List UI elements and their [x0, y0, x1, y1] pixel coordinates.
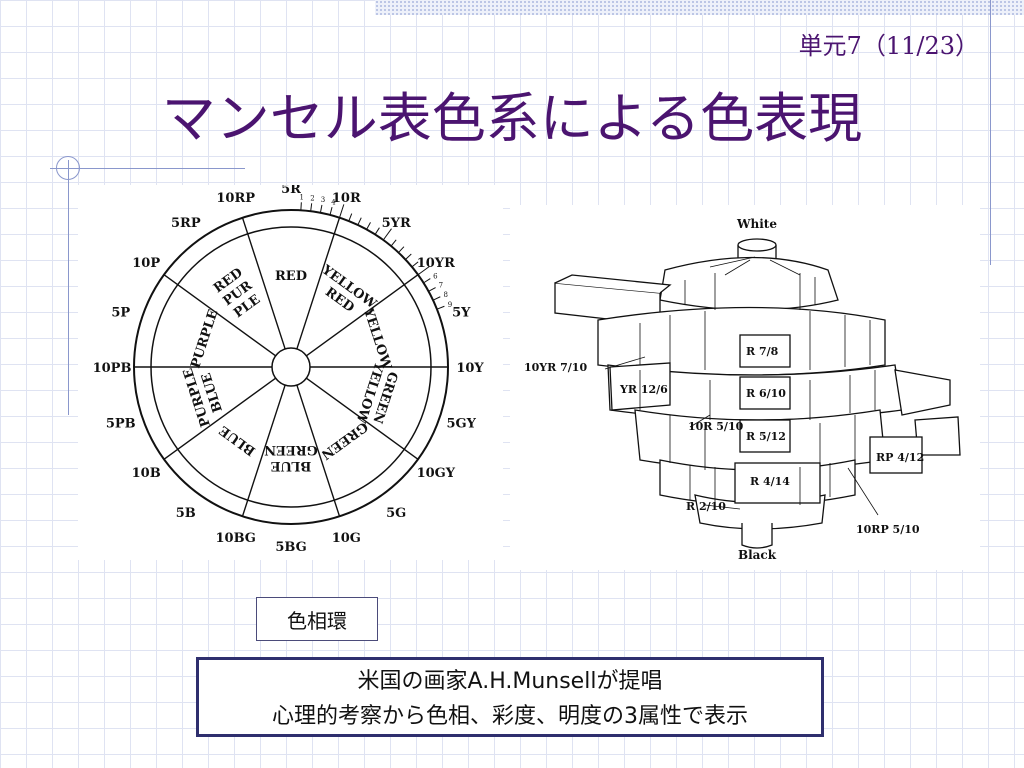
left-decorative-rule — [68, 160, 69, 415]
hue-fine-tick — [382, 228, 392, 241]
color-solid-callout: RP 4/12 — [876, 451, 924, 464]
hue-fine-tick — [319, 204, 323, 213]
hue-outer-label: 5B — [176, 506, 196, 521]
munsell-color-solid: White Black R 7/8 10YR 7/10 YR 12/6 R 6/10 1… — [510, 205, 980, 570]
hue-circle-caption: 色相環 — [256, 597, 378, 641]
hue-outer-label: 10R — [332, 191, 361, 206]
color-solid-callout: 10RP 5/10 — [856, 523, 920, 536]
hue-outer-label: 5Y — [452, 306, 471, 321]
hue-fine-tick — [428, 287, 436, 292]
note-line-1: 米国の画家A.H.Munsellが提唱 — [357, 669, 663, 694]
hue-tick-digit: 8 — [443, 291, 447, 299]
rp-4-12-block — [869, 436, 923, 474]
hue-outer-label: 5GY — [447, 416, 477, 431]
hue-outer-label: 5YR — [382, 216, 411, 231]
r-7-8-block — [739, 334, 791, 368]
hue-tick-digit: 1 — [300, 193, 304, 201]
top-decorative-band — [375, 0, 1024, 15]
r-4-14-block — [734, 462, 821, 504]
hue-outer-label: 10GY — [417, 466, 456, 481]
color-solid-callout: R 2/10 — [686, 500, 726, 513]
hue-outer-label: 10BG — [215, 531, 255, 546]
hue-sector-divider — [241, 217, 286, 350]
note-line-2: 心理的考察から色相、彩度、明度の3属性で表示 — [272, 704, 748, 729]
black-pole — [741, 523, 773, 549]
color-solid-callout: R 4/14 — [750, 475, 790, 488]
hue-sector-divider — [305, 377, 419, 460]
hue-outer-label: 10Y — [456, 361, 484, 376]
hue-outer-label: 5PB — [106, 416, 136, 431]
white-label: White — [736, 217, 777, 231]
black-label: Black — [738, 548, 777, 562]
right-decorative-rule — [990, 0, 991, 265]
solid-right-arm — [894, 369, 951, 416]
hue-sector-divider — [296, 384, 341, 517]
hue-fine-tick — [411, 261, 419, 268]
hue-fine-tick — [398, 246, 405, 253]
hue-sector-divider — [163, 274, 277, 357]
unit-label: 単元7（11/23） — [798, 32, 979, 60]
hue-circle-graphic: 5R 10R 5YR 10YR 5Y 10Y 5GY 10GY 5G 10G 5BG 10BG 5B 10… — [93, 182, 485, 555]
hue-sector-divider — [163, 377, 277, 460]
hue-fine-tick — [417, 266, 430, 276]
hue-tick-digit: 3 — [321, 196, 325, 204]
color-solid-callout: 10YR 7/10 — [524, 361, 587, 374]
hue-outer-label: 10G — [332, 531, 361, 546]
hue-tick-digit: 7 — [439, 282, 443, 290]
hue-sector-divider — [296, 217, 341, 350]
hue-fine-tick — [436, 305, 445, 310]
hue-outer-label: 5RP — [171, 216, 201, 231]
hue-fine-tick — [366, 222, 371, 230]
white-pole-cap — [737, 238, 777, 252]
color-solid-callout: R 6/10 — [746, 387, 786, 400]
hue-fine-tick — [432, 296, 441, 301]
solid-layer-1 — [659, 256, 839, 311]
hue-outer-label: 10RP — [216, 191, 255, 206]
color-solid-callout: R 5/12 — [746, 430, 786, 443]
note-box: 米国の画家A.H.Munsellが提唱 心理的考察から色相、彩度、明度の3属性で… — [196, 657, 824, 737]
hue-fine-tick — [374, 227, 380, 235]
horizontal-decorative-rule — [50, 168, 245, 169]
hue-tick-digit: 9 — [448, 301, 452, 309]
decorative-circle — [56, 156, 80, 180]
hue-fine-tick — [405, 253, 412, 260]
hue-tick-digit: 4 — [331, 198, 336, 206]
hue-outer-label: 10YR — [417, 256, 455, 271]
r-6-10-block — [739, 376, 791, 410]
hue-fine-tick — [357, 217, 362, 226]
hue-fine-tick — [348, 213, 353, 222]
hue-circle-center — [271, 347, 311, 387]
hue-outer-label: 5P — [111, 306, 130, 321]
hue-fine-tick — [423, 278, 431, 284]
hue-outer-label: 10PB — [93, 361, 132, 376]
color-solid-graphic: White Black R 7/8 10YR 7/10 YR 12/6 R 6/10 1… — [524, 217, 961, 562]
slide-title: マンセル表色系による色表現 — [161, 87, 863, 150]
hue-sector-label-line: RED — [275, 269, 307, 284]
hue-outer-label: 5G — [386, 506, 406, 521]
hue-outer-label: 5BG — [275, 540, 306, 555]
hue-tick-digit: 2 — [310, 194, 314, 202]
color-solid-callout: 10R 5/10 — [688, 420, 744, 433]
hue-sector-label-line: BLUE — [271, 458, 312, 473]
hue-outer-label: 5R — [281, 185, 301, 197]
hue-fine-tick — [300, 202, 302, 211]
hue-fine-tick — [390, 239, 397, 247]
munsell-hue-circle: 5R 10R 5YR 10YR 5Y 10Y 5GY 10GY 5G 10G 5BG 10BG 5B 10… — [78, 182, 503, 560]
hue-sector-divider — [241, 384, 286, 517]
hue-sector-label: RED — [275, 269, 307, 284]
hue-outer-label: 10P — [132, 256, 160, 271]
hue-fine-tick — [339, 204, 345, 218]
color-solid-callout: R 7/8 — [746, 345, 779, 358]
color-solid-callout: YR 12/6 — [619, 383, 668, 396]
hue-sector-label-line: GREEN — [264, 442, 318, 457]
hue-tick-digit: 6 — [433, 272, 438, 280]
hue-fine-tick — [329, 207, 333, 216]
hue-sector-divider — [305, 274, 419, 357]
r-5-12-block — [739, 419, 791, 453]
solid-left-arm-top — [554, 274, 672, 294]
hue-fine-tick — [310, 203, 313, 212]
hue-outer-label: 10B — [132, 466, 161, 481]
